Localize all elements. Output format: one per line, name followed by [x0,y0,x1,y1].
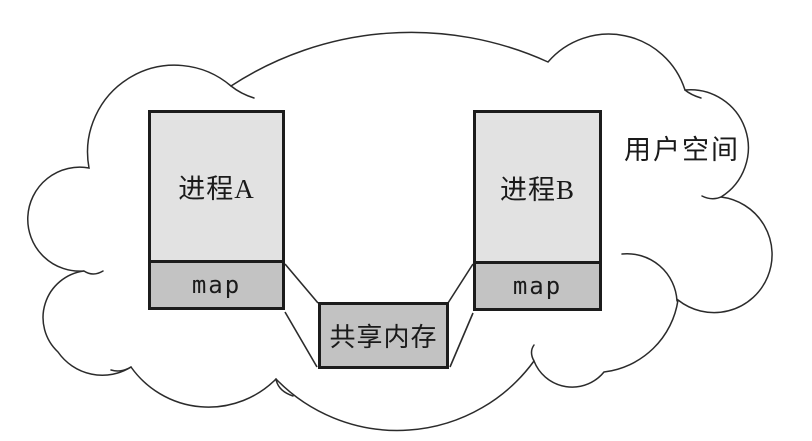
cloud-curl-inner-right [621,252,678,302]
process-b-map-label: map [512,272,563,300]
map-b-to-shared-bottom-line [449,312,474,368]
cloud-curl-bottom-far-left [110,366,132,372]
process-a-label: 进程A [178,174,255,204]
cloud-curl-bottom-left [275,378,294,397]
process-b-box: 进程B map [473,110,602,311]
shared-memory-box: 共享内存 [318,302,449,369]
process-a-map-label: map [191,271,242,299]
cloud-curl-top-right [684,89,702,99]
cloud-curl-bottom-right [530,344,535,362]
process-b-label: 进程B [499,174,575,205]
map-a-to-shared-top-line [284,263,319,304]
process-b-map-region: map [476,261,599,308]
user-space-cloud-outline [27,31,773,432]
cloud-curl-right [701,195,722,200]
process-a-map-region: map [151,260,282,307]
process-a-box: 进程A map [148,110,285,310]
map-b-to-shared-top-line [447,263,474,304]
user-space-label: 用户空间 [624,134,740,165]
cloud-curl-top-left [230,85,255,99]
shared-memory-label: 共享内存 [329,323,438,352]
process-b-body: 进程B [476,113,599,261]
process-a-body: 进程A [151,113,282,260]
map-a-to-shared-bottom-line [284,311,318,368]
cloud-curl-left [83,270,104,275]
